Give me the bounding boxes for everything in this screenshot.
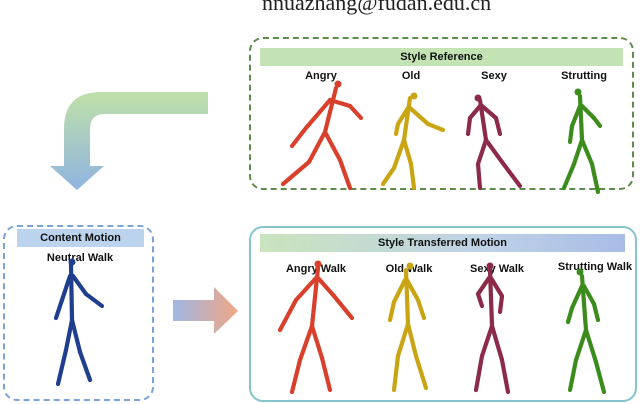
transferred-label-strutting-walk: Strutting Walk: [557, 261, 633, 273]
header-email: nnuazhang@fudan.edu.cn: [262, 0, 492, 15]
content-label-neutral-walk: Neutral Walk: [46, 252, 114, 264]
transferred-label-sexy-walk: Sexy Walk: [469, 263, 525, 275]
style-label-old: Old: [401, 70, 421, 82]
style-label-sexy: Sexy: [481, 70, 507, 82]
content-motion-title: Content Motion: [17, 229, 144, 247]
content-motion-panel: [3, 225, 154, 401]
style-reference-panel: [249, 37, 634, 190]
style-label-angry: Angry: [305, 70, 337, 82]
style-reference-title: Style Reference: [260, 48, 623, 66]
style-transferred-title: Style Transferred Motion: [260, 234, 625, 252]
style-label-strutting: Strutting: [561, 70, 607, 82]
style-transferred-panel: [249, 226, 637, 402]
